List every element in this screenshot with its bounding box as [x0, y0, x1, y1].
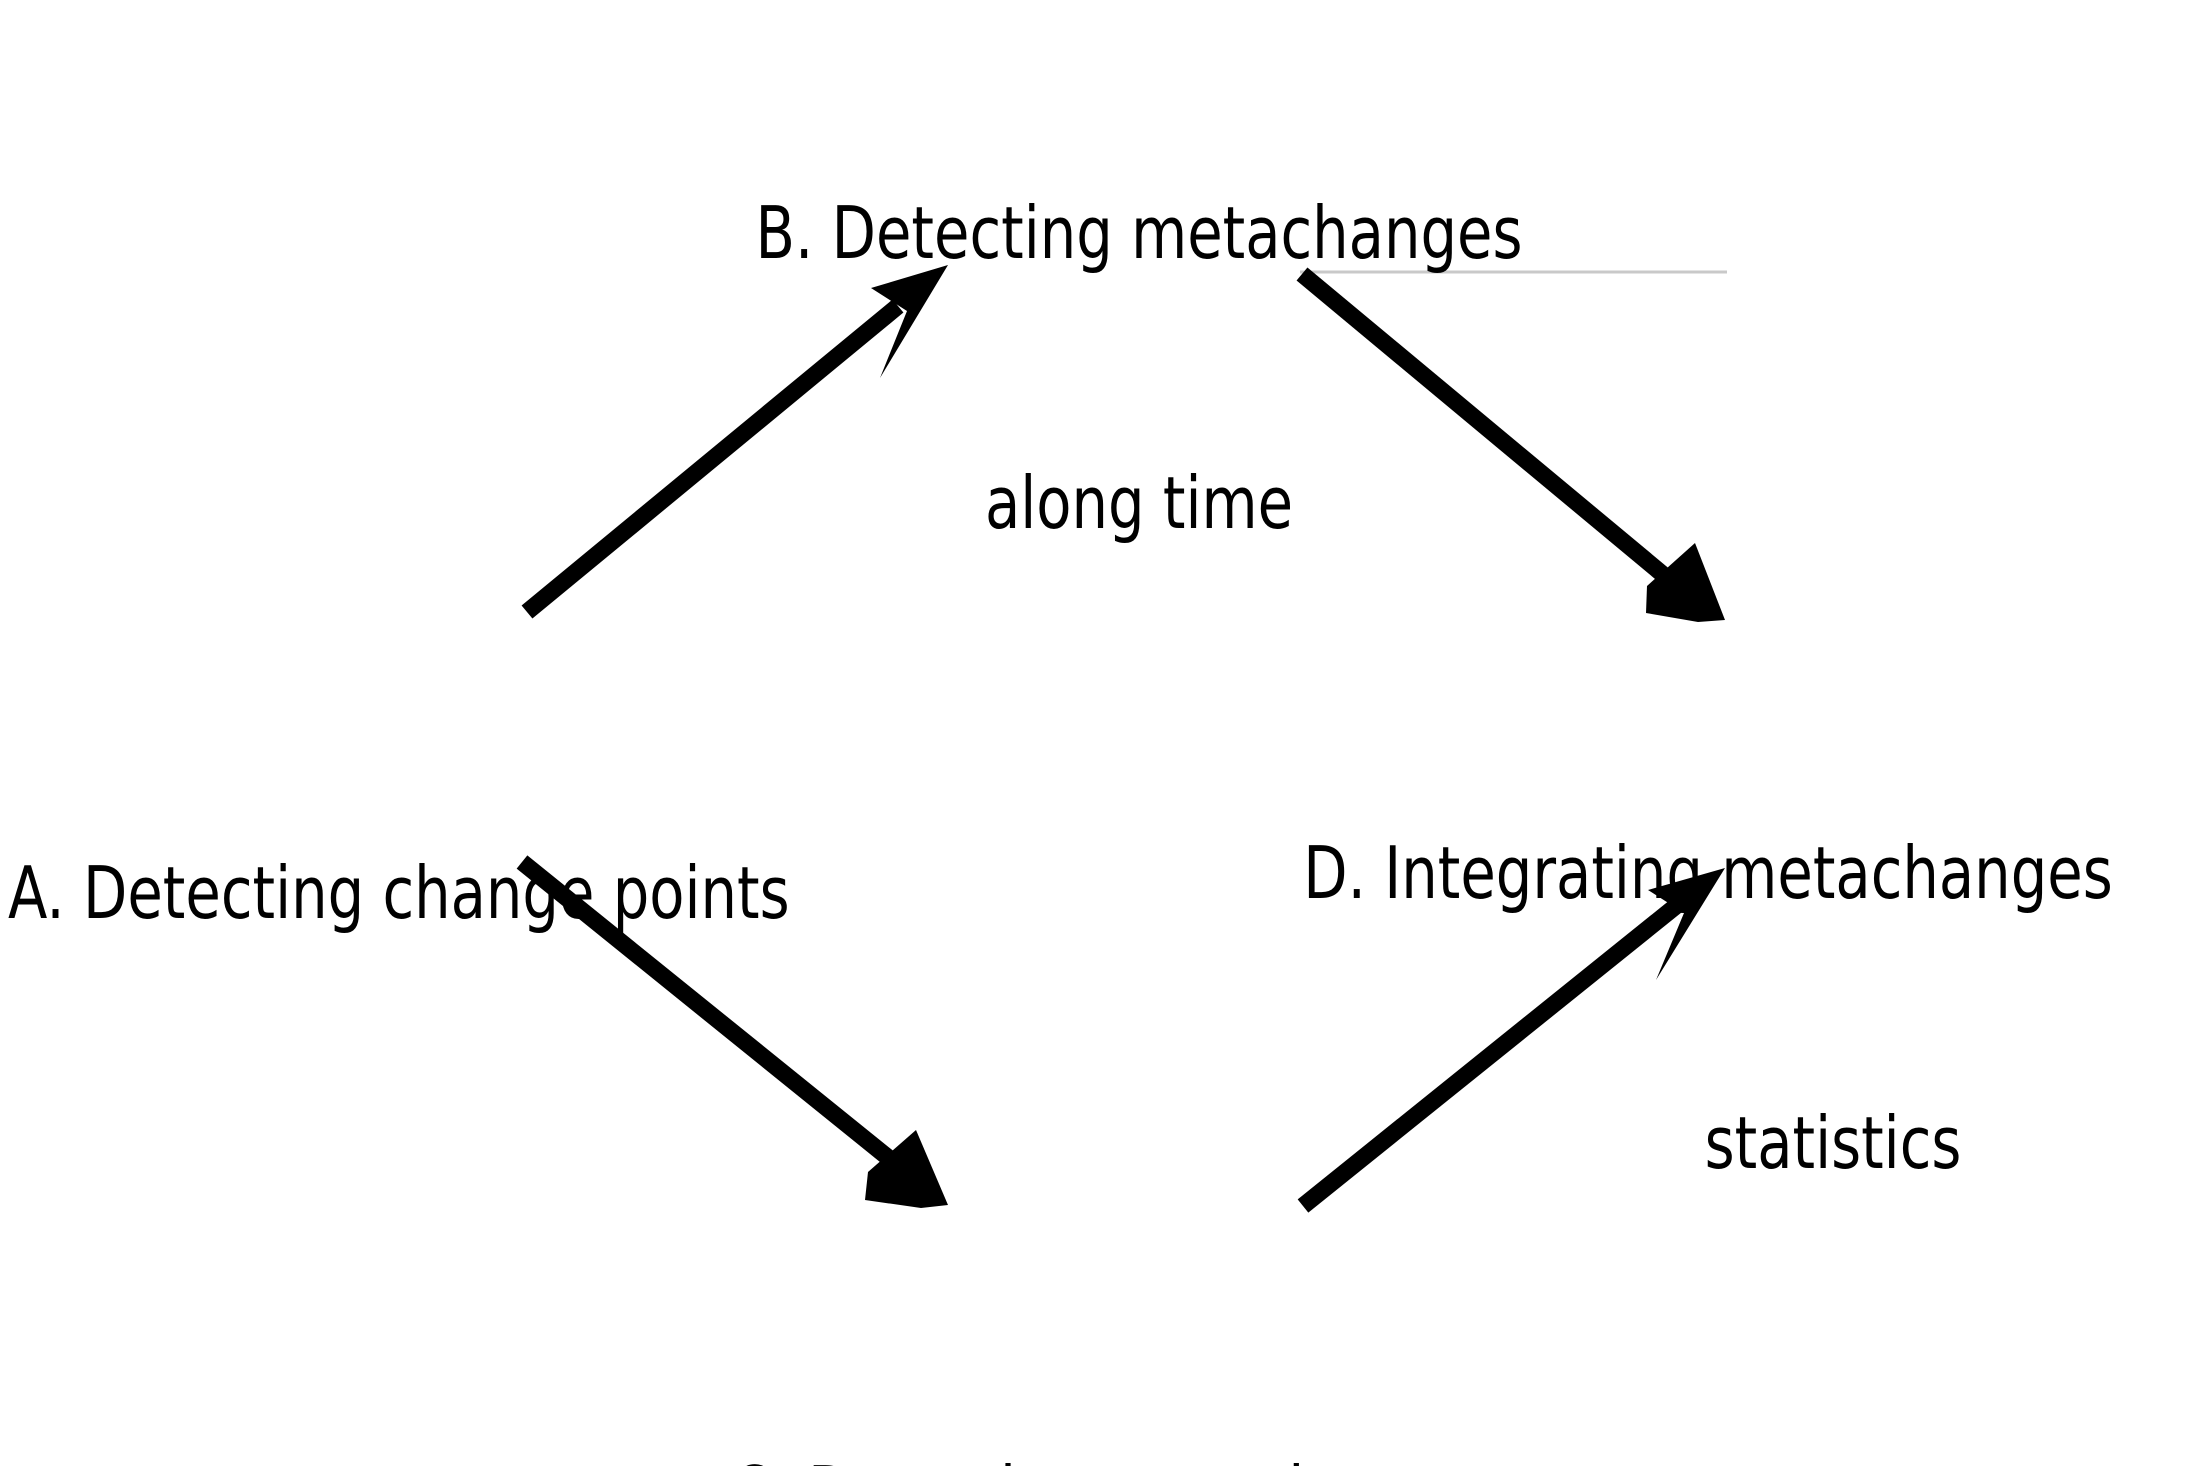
arrow-b-to-d [1296, 267, 1725, 622]
node-label-c-line1: C. Detecting metachanges [711, 1448, 1519, 1466]
arrow-a-to-c-shaft [516, 855, 902, 1171]
arrow-a-to-b [521, 265, 948, 619]
arrow-a-to-c [516, 855, 948, 1208]
arrow-a-to-b-head [871, 265, 948, 378]
arrow-b-to-d-shaft [1296, 267, 1678, 589]
arrow-b-to-d-head [1646, 543, 1725, 622]
arrow-c-to-d-head [1648, 868, 1725, 980]
node-label-d-line1: D. Integrating metachanges [1303, 831, 2113, 915]
node-label-b-line1: B. Detecting metachanges [755, 191, 1523, 275]
arrow-a-to-c-head [865, 1130, 948, 1208]
node-label-d-line2: statistics [1704, 1101, 1962, 1185]
node-label-a-line1: A. Detecting change points [8, 851, 790, 935]
arrow-c-to-d-shaft [1297, 899, 1682, 1213]
node-label-b: B. Detecting metachanges along time [634, 8, 1644, 728]
node-label-c: C. Detecting metachanges along state [610, 1268, 1620, 1466]
arrow-c-to-d [1297, 868, 1725, 1213]
node-label-d: D. Integrating metachanges statistics [1208, 648, 2211, 1368]
arrow-a-to-b-shaft [521, 299, 904, 619]
node-label-a: A. Detecting change points [8, 668, 1298, 1118]
node-label-b-line2: along time [984, 461, 1294, 545]
